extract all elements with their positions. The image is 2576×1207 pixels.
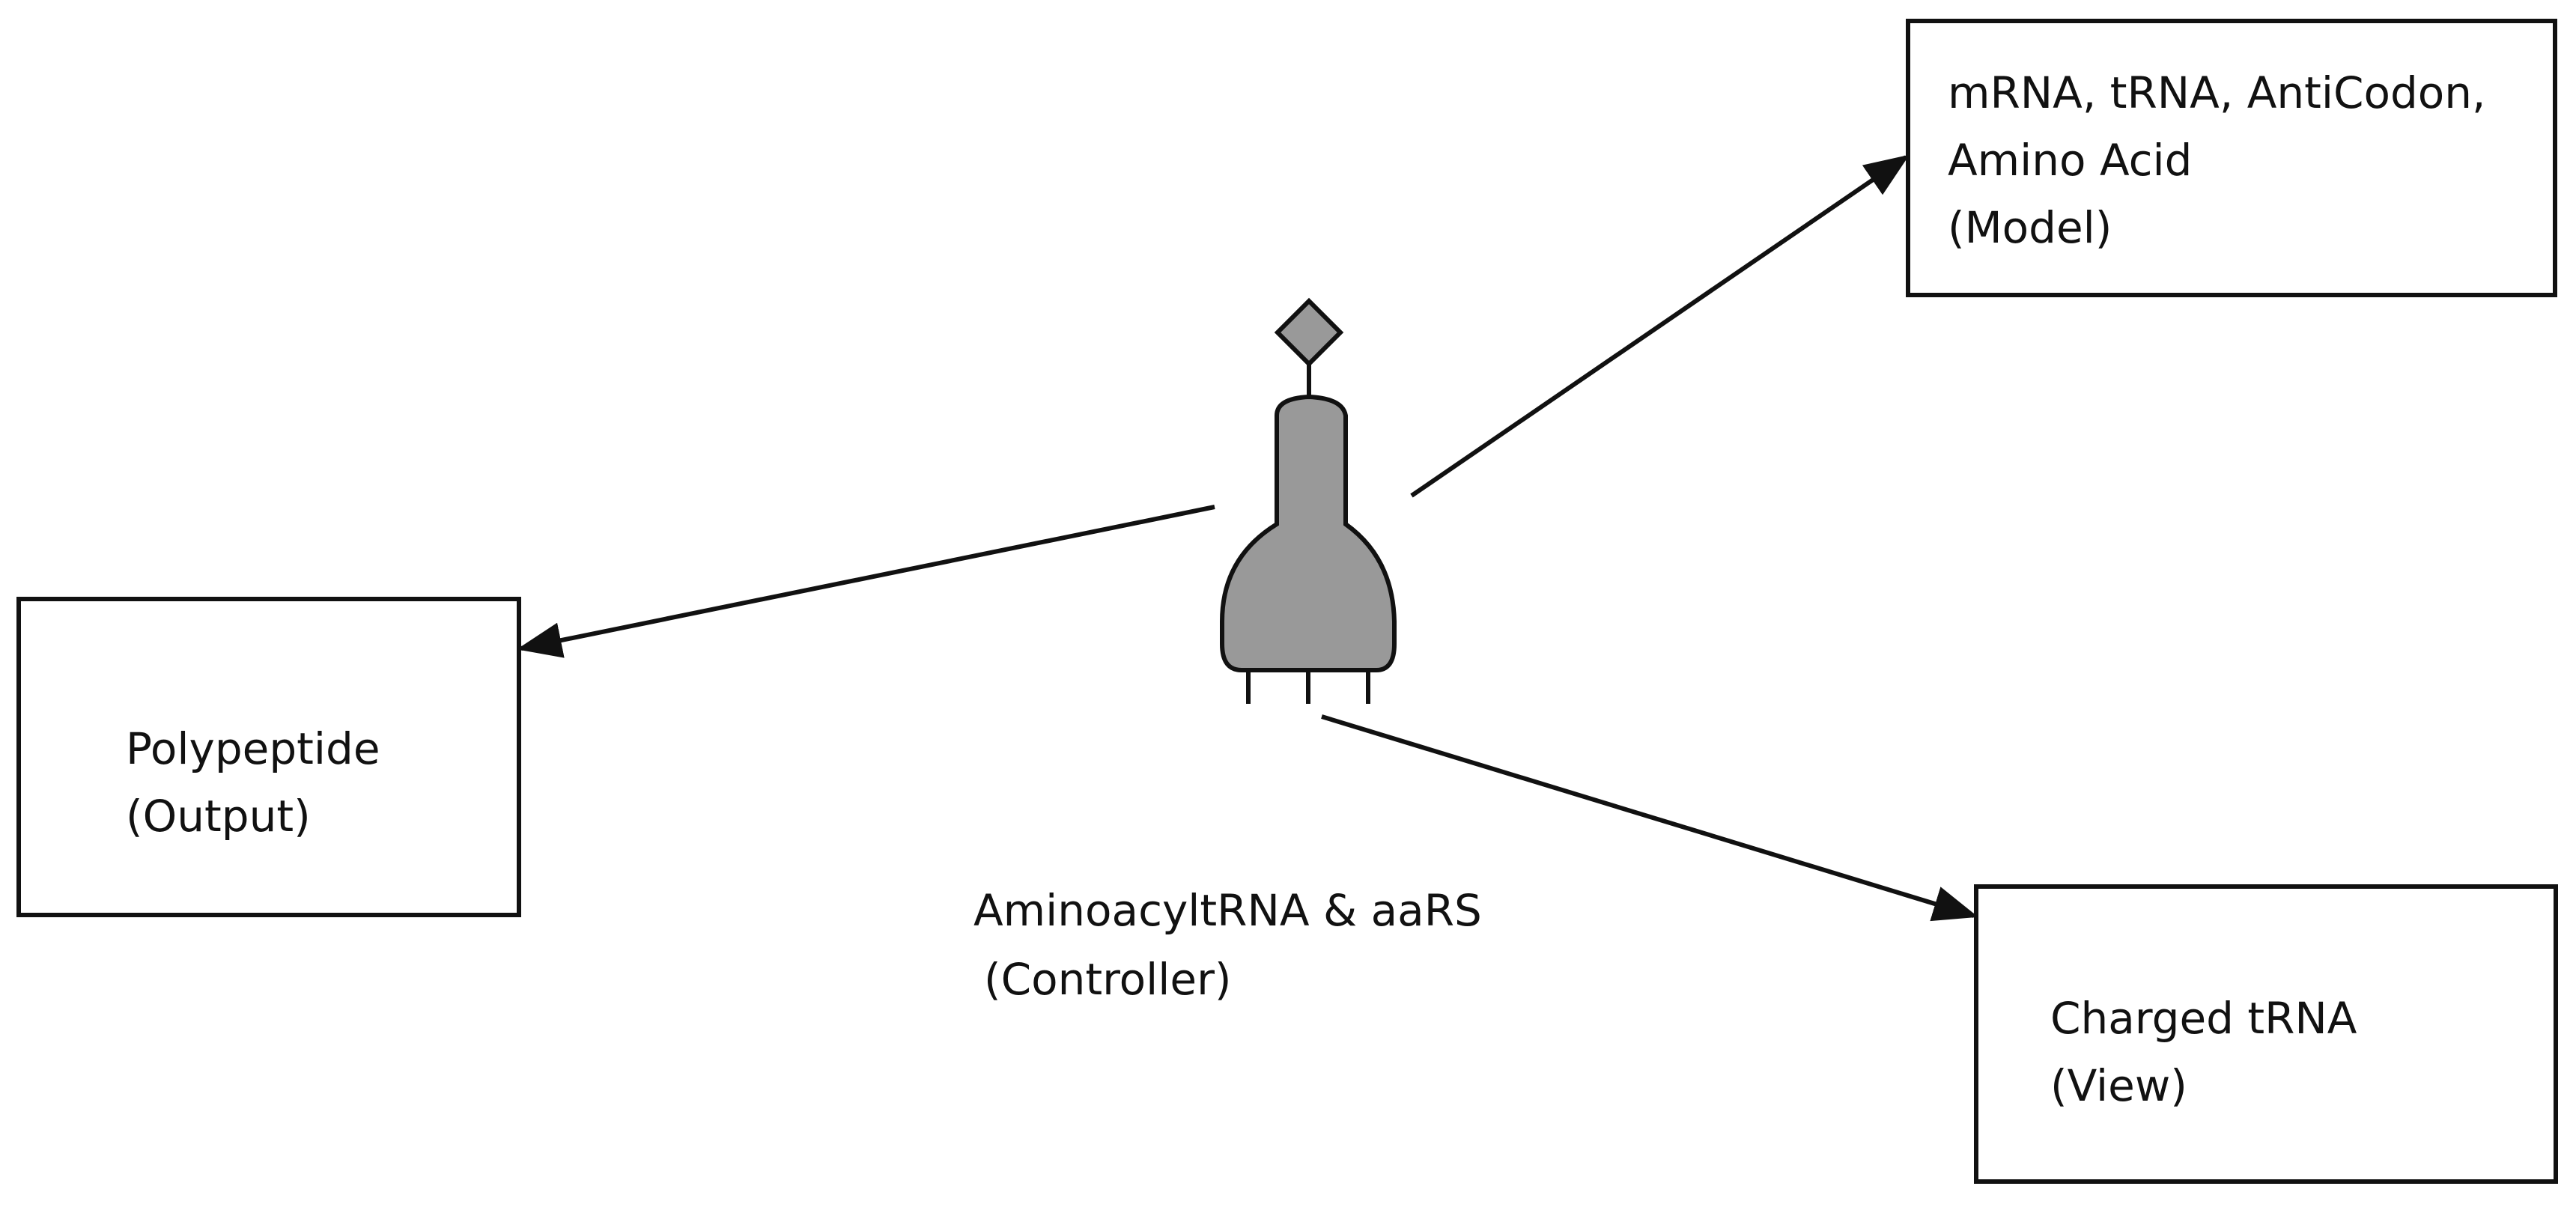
molecule-body: [1220, 394, 1397, 672]
controller-line-1: AminoacyltRNA & aaRS: [973, 885, 1482, 936]
trna-molecule-icon: [1220, 297, 1397, 704]
view-line-1: Charged tRNA: [2050, 993, 2357, 1044]
output-line-2: (Output): [126, 791, 311, 842]
view-box: Charged tRNA (View): [1974, 884, 2558, 1184]
arrow-to-view: [1321, 714, 1978, 922]
model-box-text: mRNA, tRNA, AntiCodon, Amino Acid (Model…: [1948, 59, 2486, 261]
arrow-to-output: [517, 505, 1215, 658]
output-box-text: Polypeptide (Output): [126, 715, 380, 850]
output-box: Polypeptide (Output): [16, 597, 521, 917]
model-line-2: Amino Acid: [1948, 135, 2193, 186]
model-line-1: mRNA, tRNA, AntiCodon,: [1948, 67, 2486, 118]
model-box: mRNA, tRNA, AntiCodon, Amino Acid (Model…: [1906, 19, 2557, 297]
view-box-text: Charged tRNA (View): [2050, 985, 2357, 1119]
model-line-3: (Model): [1948, 202, 2112, 253]
controller-label: AminoacyltRNA & aaRS (Controller): [973, 876, 1482, 1014]
output-line-1: Polypeptide: [126, 723, 380, 774]
controller-line-2: (Controller): [984, 954, 1232, 1005]
arrow-to-model: [1410, 154, 1910, 498]
amino-acid-diamond-icon: [1274, 297, 1344, 368]
view-line-2: (View): [2050, 1060, 2187, 1111]
